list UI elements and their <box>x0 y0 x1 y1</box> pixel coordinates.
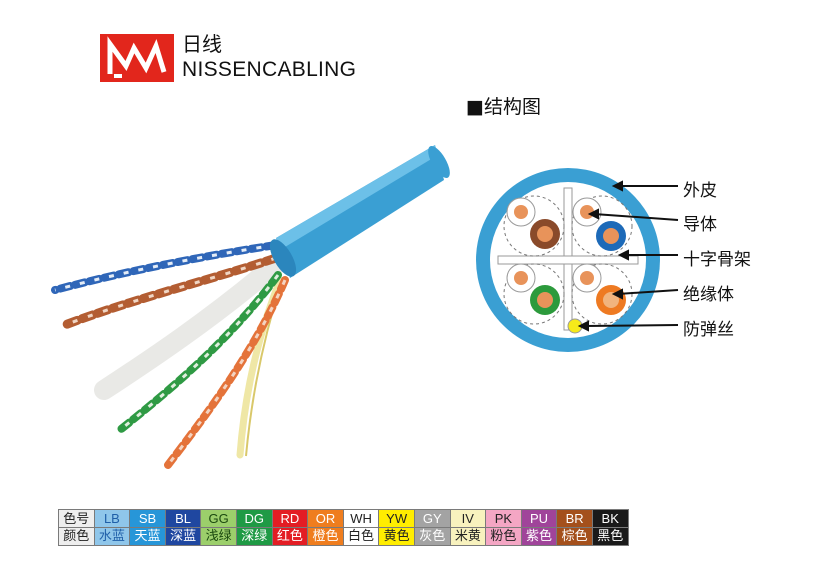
color-name-cell: 棕色 <box>556 527 593 546</box>
color-name-cell: 白色 <box>342 527 380 546</box>
color-code-cell: BL <box>164 509 202 528</box>
color-name-cell: 黑色 <box>591 527 629 546</box>
color-code-cell: YW <box>378 509 415 528</box>
logo-chinese-name: 日线 <box>182 32 222 56</box>
callout-insulation: 绝缘体 <box>683 285 734 305</box>
arrow-insulation <box>617 289 679 295</box>
color-code-cell: WH <box>342 509 380 528</box>
logo-n-glyph-icon <box>100 34 174 82</box>
color-name-cell: 灰色 <box>413 527 451 546</box>
color-code-cell: OR <box>307 509 344 528</box>
color-code-cell: PU <box>520 509 558 528</box>
cable-photo <box>51 145 450 469</box>
color-name-cell: 橙色 <box>307 527 344 546</box>
callout-conductor: 导体 <box>683 215 717 235</box>
cross-filler <box>94 255 285 400</box>
color-code-cell: IV <box>449 509 487 528</box>
color-name-cell: 深绿 <box>235 527 273 546</box>
cross-section-diagram <box>476 168 679 352</box>
callout-jacket: 外皮 <box>683 181 717 201</box>
color-name-cell: 深蓝 <box>164 527 202 546</box>
color-code-cell: DG <box>235 509 273 528</box>
color-code-cell: RD <box>271 509 309 528</box>
arrow-conductor <box>593 213 679 221</box>
color-code-cell: BK <box>591 509 629 528</box>
orange-pair <box>164 276 289 469</box>
color-name-cell: 紫色 <box>520 527 558 546</box>
logo-mark <box>100 34 174 82</box>
logo-english-name: NISSENCABLING <box>182 58 357 81</box>
color-code-cell: SB <box>129 509 166 528</box>
color-code-cell: GY <box>413 509 451 528</box>
cable-jacket <box>276 145 444 278</box>
brand-logo: 日线 NISSENCABLING <box>100 30 356 86</box>
color-code-cell: LB <box>93 509 131 528</box>
color-name-cell: 红色 <box>271 527 309 546</box>
callout-cross-filler: 十字骨架 <box>683 250 751 270</box>
color-name-row: 颜色 水蓝天蓝深蓝浅绿深绿红色橙色白色黄色灰色米黄粉色紫色棕色黑色 <box>58 527 629 546</box>
header-name-cell: 颜色 <box>58 527 95 546</box>
color-code-cell: GG <box>200 509 237 528</box>
color-name-cell: 米黄 <box>449 527 487 546</box>
header-code-cell: 色号 <box>58 509 95 528</box>
arrow-ripcord <box>583 324 679 327</box>
color-name-cell: 黄色 <box>378 527 415 546</box>
color-code-cell: BR <box>556 509 593 528</box>
structure-title: ■结构图 <box>466 96 541 118</box>
color-name-cell: 粉色 <box>485 527 522 546</box>
color-name-cell: 天蓝 <box>129 527 166 546</box>
callout-ripcord: 防弹丝 <box>683 320 734 340</box>
color-code-cell: PK <box>485 509 522 528</box>
color-name-cell: 水蓝 <box>93 527 131 546</box>
color-name-cell: 浅绿 <box>200 527 237 546</box>
cross-separator-horizontal <box>497 255 639 265</box>
